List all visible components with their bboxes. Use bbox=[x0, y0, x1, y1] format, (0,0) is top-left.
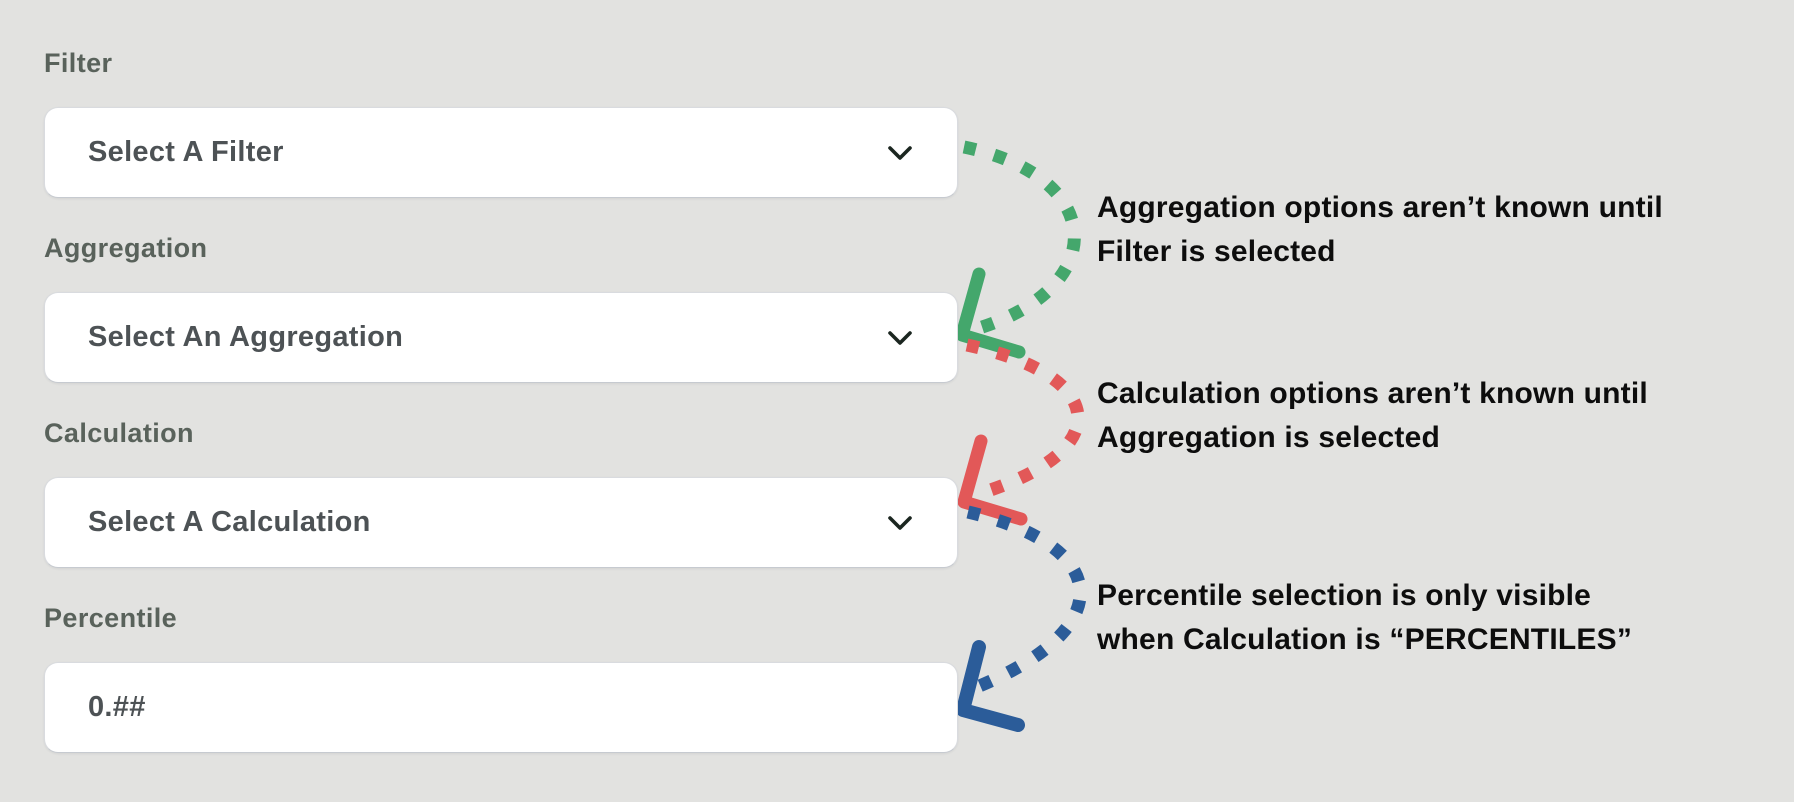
filter-select[interactable]: Select A Filter bbox=[44, 107, 958, 198]
filter-label: Filter bbox=[44, 48, 113, 78]
annotation-calculation-note: Calculation options aren’t known until A… bbox=[1097, 372, 1648, 460]
aggregation-label: Aggregation bbox=[44, 233, 208, 263]
percentile-input[interactable] bbox=[44, 662, 958, 753]
annotation-line: Aggregation is selected bbox=[1097, 421, 1441, 454]
calculation-select-placeholder: Select A Calculation bbox=[88, 506, 371, 538]
calculation-label: Calculation bbox=[44, 418, 194, 448]
blue-arrowhead-icon bbox=[956, 640, 1025, 732]
annotation-line: Percentile selection is only visible bbox=[1097, 579, 1592, 612]
annotation-line: Calculation options aren’t known until bbox=[1097, 377, 1648, 410]
calculation-select[interactable]: Select A Calculation bbox=[44, 477, 958, 568]
annotation-aggregation-note: Aggregation options aren’t known until F… bbox=[1097, 186, 1663, 274]
green-arrow-curve bbox=[962, 140, 1081, 336]
filter-select-placeholder: Select A Filter bbox=[88, 136, 284, 168]
red-arrow-curve bbox=[965, 338, 1085, 501]
annotation-line: when Calculation is “PERCENTILES” bbox=[1097, 623, 1633, 656]
chevron-down-icon bbox=[888, 330, 912, 345]
red-arrow bbox=[957, 338, 1085, 526]
aggregation-select-placeholder: Select An Aggregation bbox=[88, 321, 404, 353]
percentile-label: Percentile bbox=[44, 603, 178, 633]
annotation-line: Filter is selected bbox=[1097, 235, 1336, 268]
annotation-percentile-note: Percentile selection is only visible whe… bbox=[1097, 574, 1632, 662]
aggregation-select[interactable]: Select An Aggregation bbox=[44, 292, 958, 383]
chevron-down-icon bbox=[888, 515, 912, 530]
green-arrowhead-icon bbox=[955, 267, 1026, 359]
annotation-line: Aggregation options aren’t known until bbox=[1097, 191, 1663, 224]
filter-configuration-form: Filter Select A Filter Aggregation Selec… bbox=[44, 50, 958, 790]
chevron-down-icon bbox=[888, 145, 912, 160]
green-arrow bbox=[955, 140, 1081, 359]
red-arrowhead-icon bbox=[957, 434, 1028, 526]
blue-arrow bbox=[956, 505, 1087, 732]
blue-arrow-curve bbox=[966, 505, 1087, 694]
